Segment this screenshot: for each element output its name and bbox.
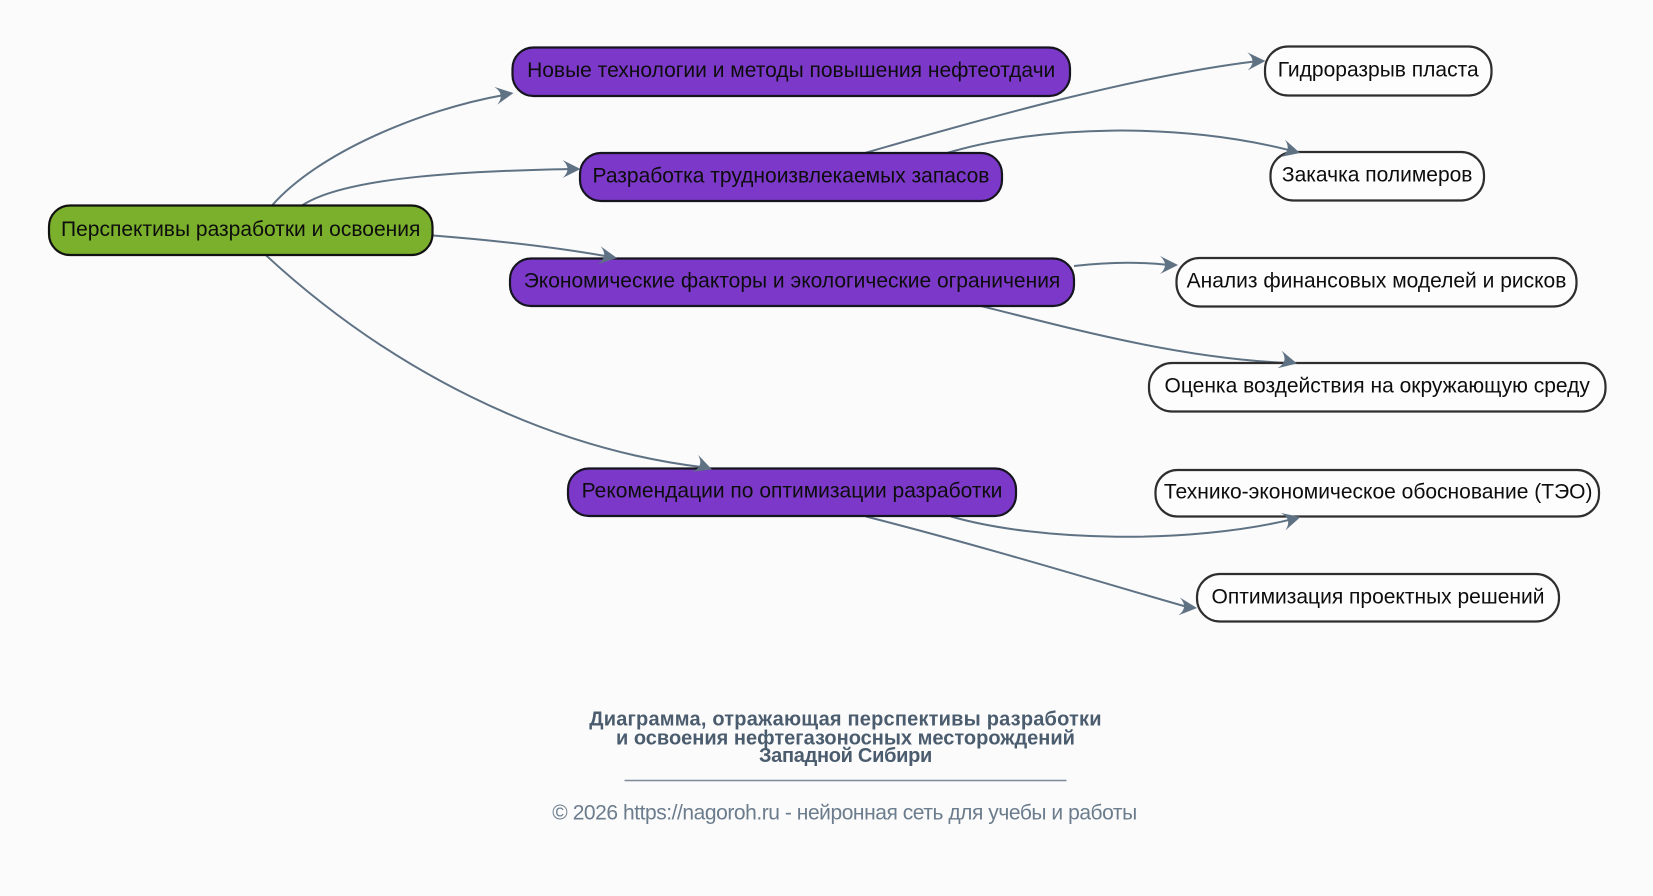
svg-text:© 2026 https://nagoroh.ru - не: © 2026 https://nagoroh.ru - нейронная се… xyxy=(552,802,1136,825)
svg-text:Анализ финансовых моделей и ри: Анализ финансовых моделей и рисков xyxy=(1187,270,1567,293)
svg-text:Разработка трудноизвлекаемых з: Разработка трудноизвлекаемых запасов xyxy=(593,164,990,187)
svg-text:Новые технологии и методы повы: Новые технологии и методы повышения нефт… xyxy=(527,59,1055,82)
svg-text:Западной Сибири: Западной Сибири xyxy=(759,745,932,767)
svg-text:Диаграмма, отражающая перспект: Диаграмма, отражающая перспективы разраб… xyxy=(589,709,1101,731)
svg-text:Технико-экономическое обоснова: Технико-экономическое обоснование (ТЭО) xyxy=(1164,481,1593,504)
svg-text:Оптимизация проектных решений: Оптимизация проектных решений xyxy=(1212,585,1545,608)
svg-text:Экономические факторы и эколог: Экономические факторы и экологические ог… xyxy=(524,270,1061,293)
svg-text:и освоения нефтегазоносных мес: и освоения нефтегазоносных месторождений xyxy=(616,728,1075,750)
svg-text:Рекомендации по оптимизации ра: Рекомендации по оптимизации разработки xyxy=(582,480,1003,503)
svg-text:Перспективы разработки и освое: Перспективы разработки и освоения xyxy=(61,218,420,241)
svg-text:Закачка полимеров: Закачка полимеров xyxy=(1282,164,1473,187)
svg-text:Гидроразрыв пласта: Гидроразрыв пласта xyxy=(1278,58,1479,81)
svg-text:Оценка воздействия на окружающ: Оценка воздействия на окружающую среду xyxy=(1165,375,1591,398)
